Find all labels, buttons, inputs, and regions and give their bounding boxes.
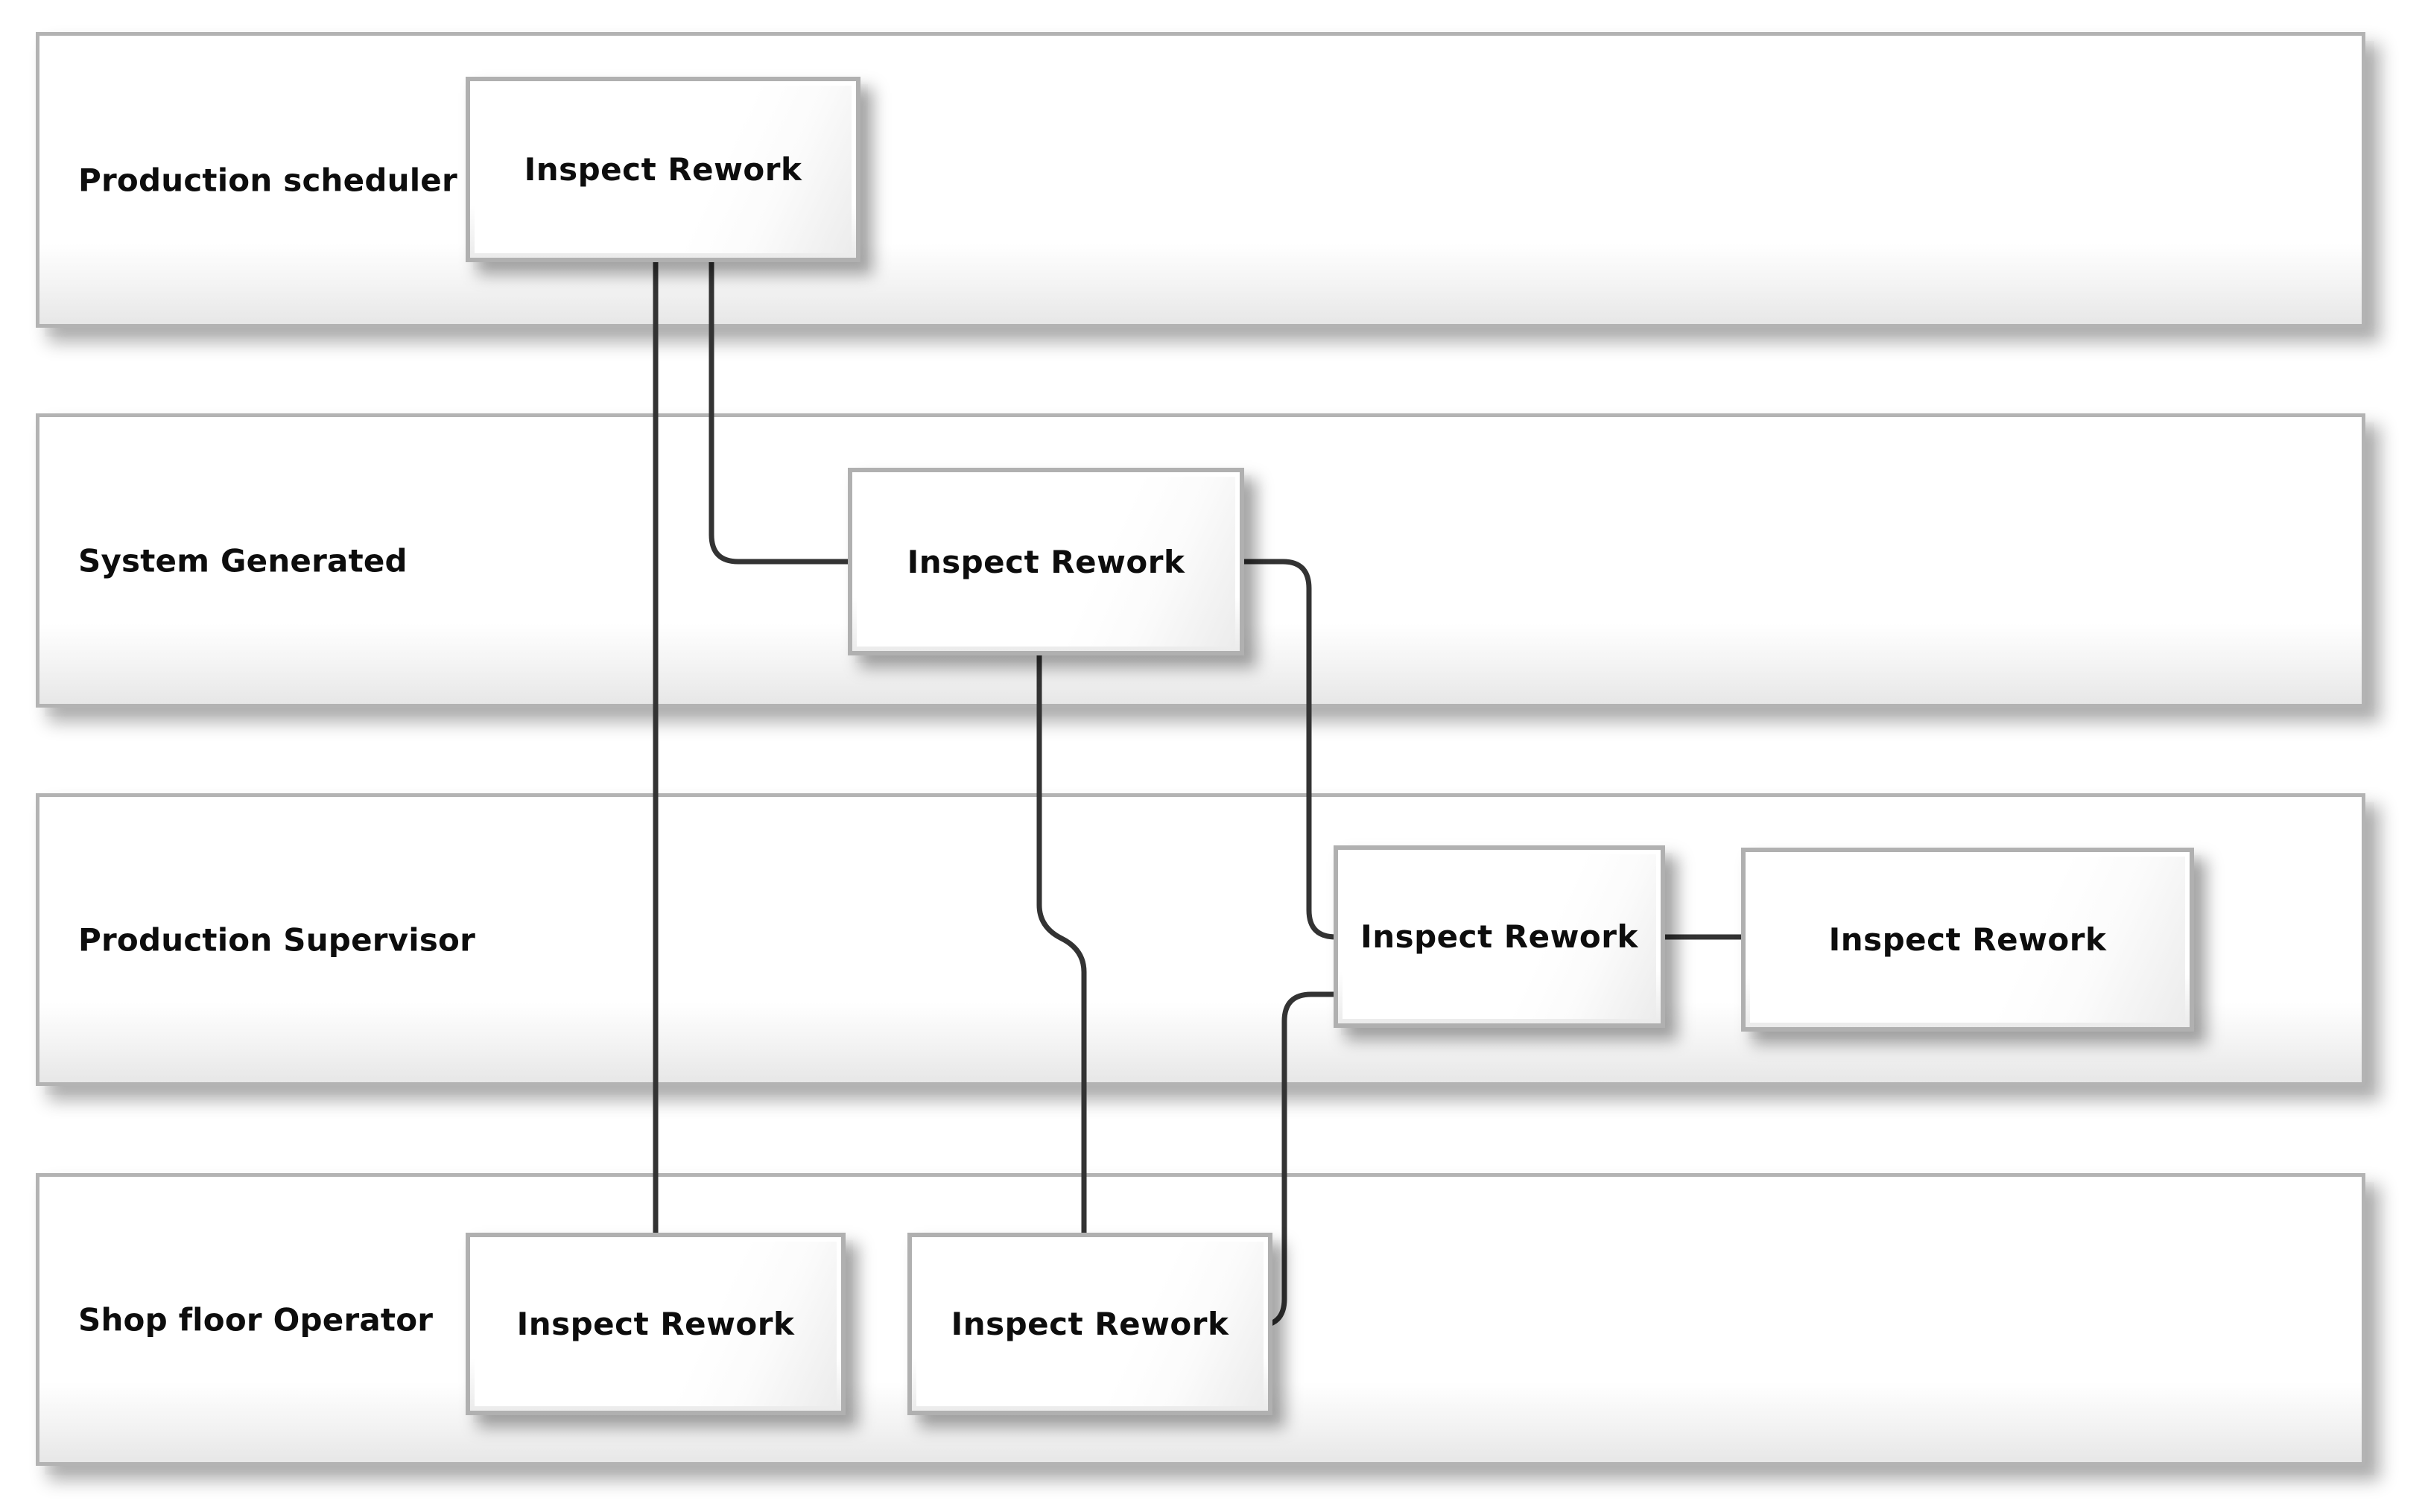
task-box-3[interactable]: Inspect Rework: [1334, 845, 1665, 1028]
task-box-1[interactable]: Inspect Rework: [466, 77, 860, 262]
task-box-4[interactable]: Inspect Rework: [1741, 848, 2194, 1032]
task-label: Inspect Rework: [1360, 918, 1638, 955]
task-label: Inspect Rework: [524, 151, 802, 188]
swimlane-label-production-supervisor: Production Supervisor: [78, 921, 476, 958]
task-label: Inspect Rework: [1828, 921, 2107, 958]
swimlane-label-system-generated: System Generated: [78, 542, 408, 579]
task-label: Inspect Rework: [951, 1306, 1229, 1342]
task-label: Inspect Rework: [516, 1306, 795, 1342]
swimlane-label-shop-floor-operator: Shop floor Operator: [78, 1301, 434, 1338]
swimlane-production-scheduler[interactable]: Production scheduler: [36, 32, 2365, 328]
task-box-5[interactable]: Inspect Rework: [466, 1233, 846, 1415]
swimlane-label-production-scheduler: Production scheduler: [78, 162, 457, 198]
task-box-2[interactable]: Inspect Rework: [848, 468, 1244, 655]
task-label: Inspect Rework: [907, 543, 1185, 580]
task-box-6[interactable]: Inspect Rework: [907, 1233, 1272, 1415]
